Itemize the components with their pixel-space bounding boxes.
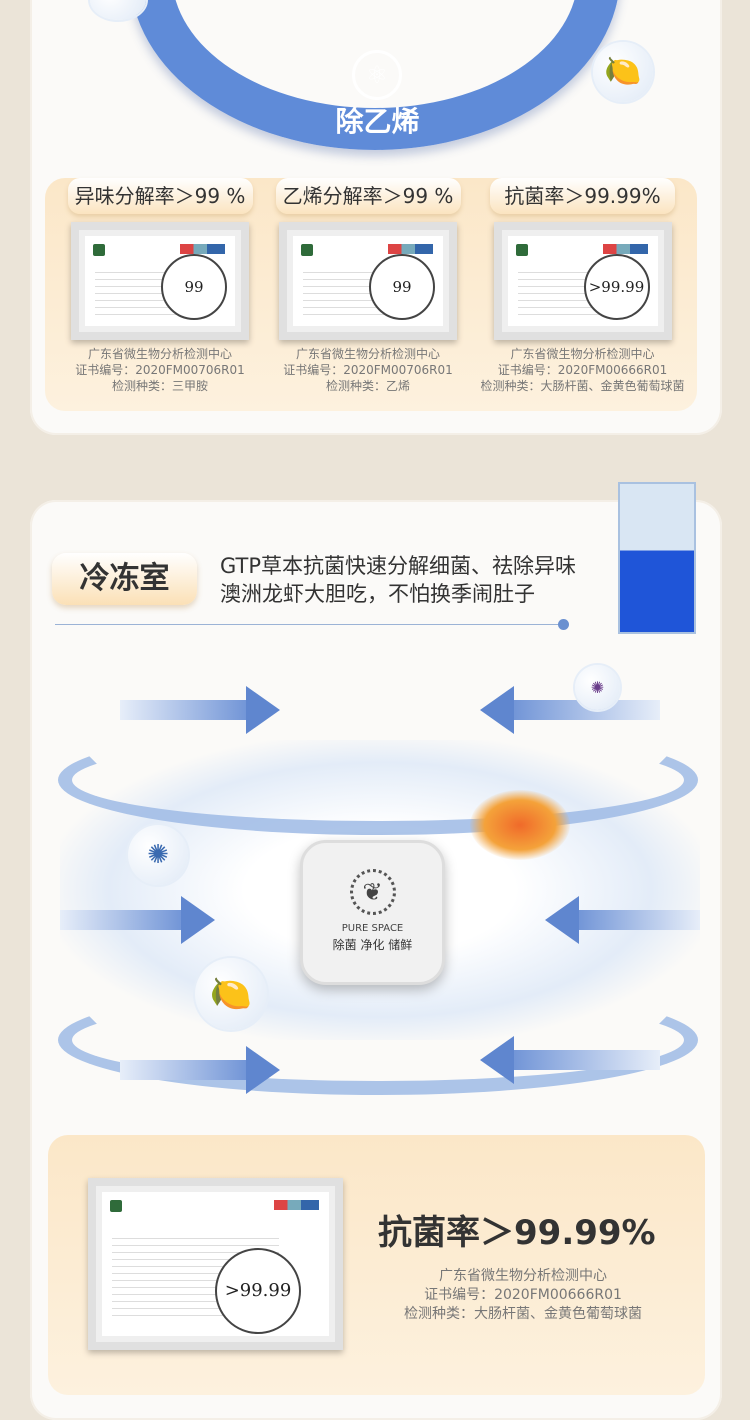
device-brand: PURE SPACE bbox=[341, 923, 404, 934]
certificate-image: >99.99 bbox=[88, 1178, 343, 1350]
test-results-panel: 异味分解率＞99 % 99 广东省微生物分析检测中心证书编号：2020FM007… bbox=[45, 178, 697, 411]
bacteria-bubble-icon bbox=[90, 0, 146, 20]
magnified-value: >99.99 bbox=[215, 1248, 301, 1334]
freezer-result-panel: >99.99 抗菌率＞99.99% 广东省微生物分析检测中心证书编号：2020F… bbox=[48, 1135, 705, 1395]
molecule-icon: ⚛ bbox=[352, 50, 402, 100]
result-tag: 异味分解率＞99 % bbox=[67, 178, 253, 214]
test-type: 检测种类：乙烯 bbox=[325, 379, 410, 393]
divider-line bbox=[55, 624, 560, 625]
cert-number: 证书编号：2020FM00666R01 bbox=[424, 1287, 622, 1303]
arrow-right-icon bbox=[60, 896, 215, 944]
lab-name: 广东省微生物分析检测中心 bbox=[87, 347, 232, 361]
test-type: 检测种类：大肠杆菌、金黄色葡萄球菌 bbox=[480, 379, 685, 393]
bacteria-bubble-icon: ✺ bbox=[575, 665, 620, 710]
arrow-right-icon bbox=[120, 1046, 280, 1094]
lab-name: 广东省微生物分析检测中心 bbox=[295, 347, 440, 361]
test-type: 检测种类：三甲胺 bbox=[111, 379, 208, 393]
certificate-image: >99.99 bbox=[493, 222, 672, 340]
freezer-title: 冷冻室 bbox=[52, 553, 197, 605]
feature-line-2: 澳洲龙虾大胆吃，不怕换季闹肚子 bbox=[220, 582, 535, 606]
result-antibacterial: 抗菌率＞99.99% >99.99 广东省微生物分析检测中心证书编号：2020F… bbox=[470, 178, 695, 394]
result-tag: 乙烯分解率＞99 % bbox=[275, 178, 461, 214]
test-type: 检测种类：大肠杆菌、金黄色葡萄球菌 bbox=[404, 1306, 642, 1322]
arrow-left-icon bbox=[545, 896, 700, 944]
cert-number: 证书编号：2020FM00666R01 bbox=[497, 363, 668, 377]
magnified-value: >99.99 bbox=[583, 254, 650, 320]
certificate-image: 99 bbox=[71, 222, 249, 340]
bacteria-bubble-icon: ✺ bbox=[128, 825, 188, 885]
arrow-right-icon bbox=[120, 686, 280, 734]
antibacterial-headline: 抗菌率＞99.99% bbox=[378, 1213, 656, 1253]
lab-name: 广东省微生物分析检测中心 bbox=[510, 347, 655, 361]
arrow-left-icon bbox=[480, 686, 660, 734]
lemon-bubble-icon: 🍋 bbox=[195, 958, 267, 1030]
leaf-icon: ❦ bbox=[349, 869, 396, 915]
arrow-left-icon bbox=[480, 1036, 660, 1084]
magnified-value: 99 bbox=[369, 254, 435, 320]
feature-line-1: GTP草本抗菌快速分解细菌、祛除异味 bbox=[220, 554, 577, 578]
lab-name: 广东省微生物分析检测中心 bbox=[439, 1268, 607, 1284]
divider-dot bbox=[558, 619, 569, 630]
device-slogan: 除菌 净化 储鲜 bbox=[332, 938, 413, 952]
result-ethylene: 乙烯分解率＞99 % 99 广东省微生物分析检测中心证书编号：2020FM007… bbox=[263, 178, 473, 394]
ethylene-removal-label: 除乙烯 bbox=[335, 105, 420, 138]
cert-number: 证书编号：2020FM00706R01 bbox=[75, 363, 245, 377]
result-tag: 抗菌率＞99.99% bbox=[490, 178, 675, 214]
lemon-bubble-icon: 🍋 bbox=[593, 42, 653, 102]
magnified-value: 99 bbox=[161, 254, 227, 320]
pure-space-device: ❦ PURE SPACE 除菌 净化 储鲜 bbox=[300, 840, 445, 985]
lobster-image bbox=[470, 790, 570, 860]
fridge-image bbox=[618, 482, 696, 634]
airflow-ring-top bbox=[58, 725, 698, 835]
cert-number: 证书编号：2020FM00706R01 bbox=[283, 363, 453, 377]
result-odor: 异味分解率＞99 % 99 广东省微生物分析检测中心证书编号：2020FM007… bbox=[55, 178, 265, 394]
certificate-image: 99 bbox=[279, 222, 457, 340]
